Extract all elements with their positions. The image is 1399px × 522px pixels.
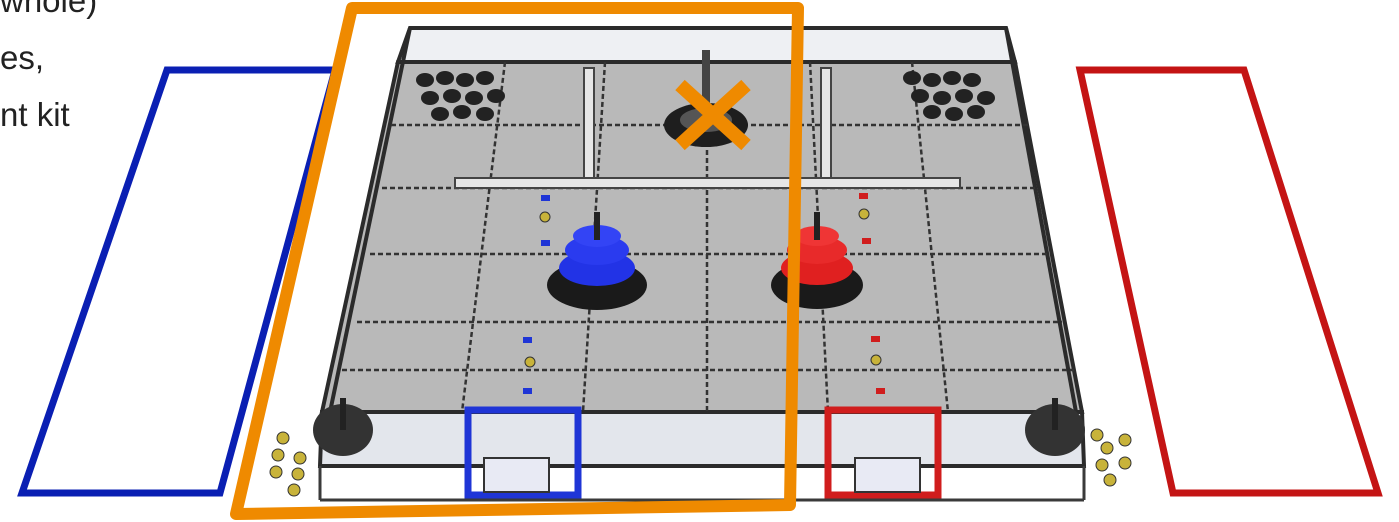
front-wall: [320, 412, 1084, 466]
red-alliance-zone: [1080, 70, 1378, 493]
